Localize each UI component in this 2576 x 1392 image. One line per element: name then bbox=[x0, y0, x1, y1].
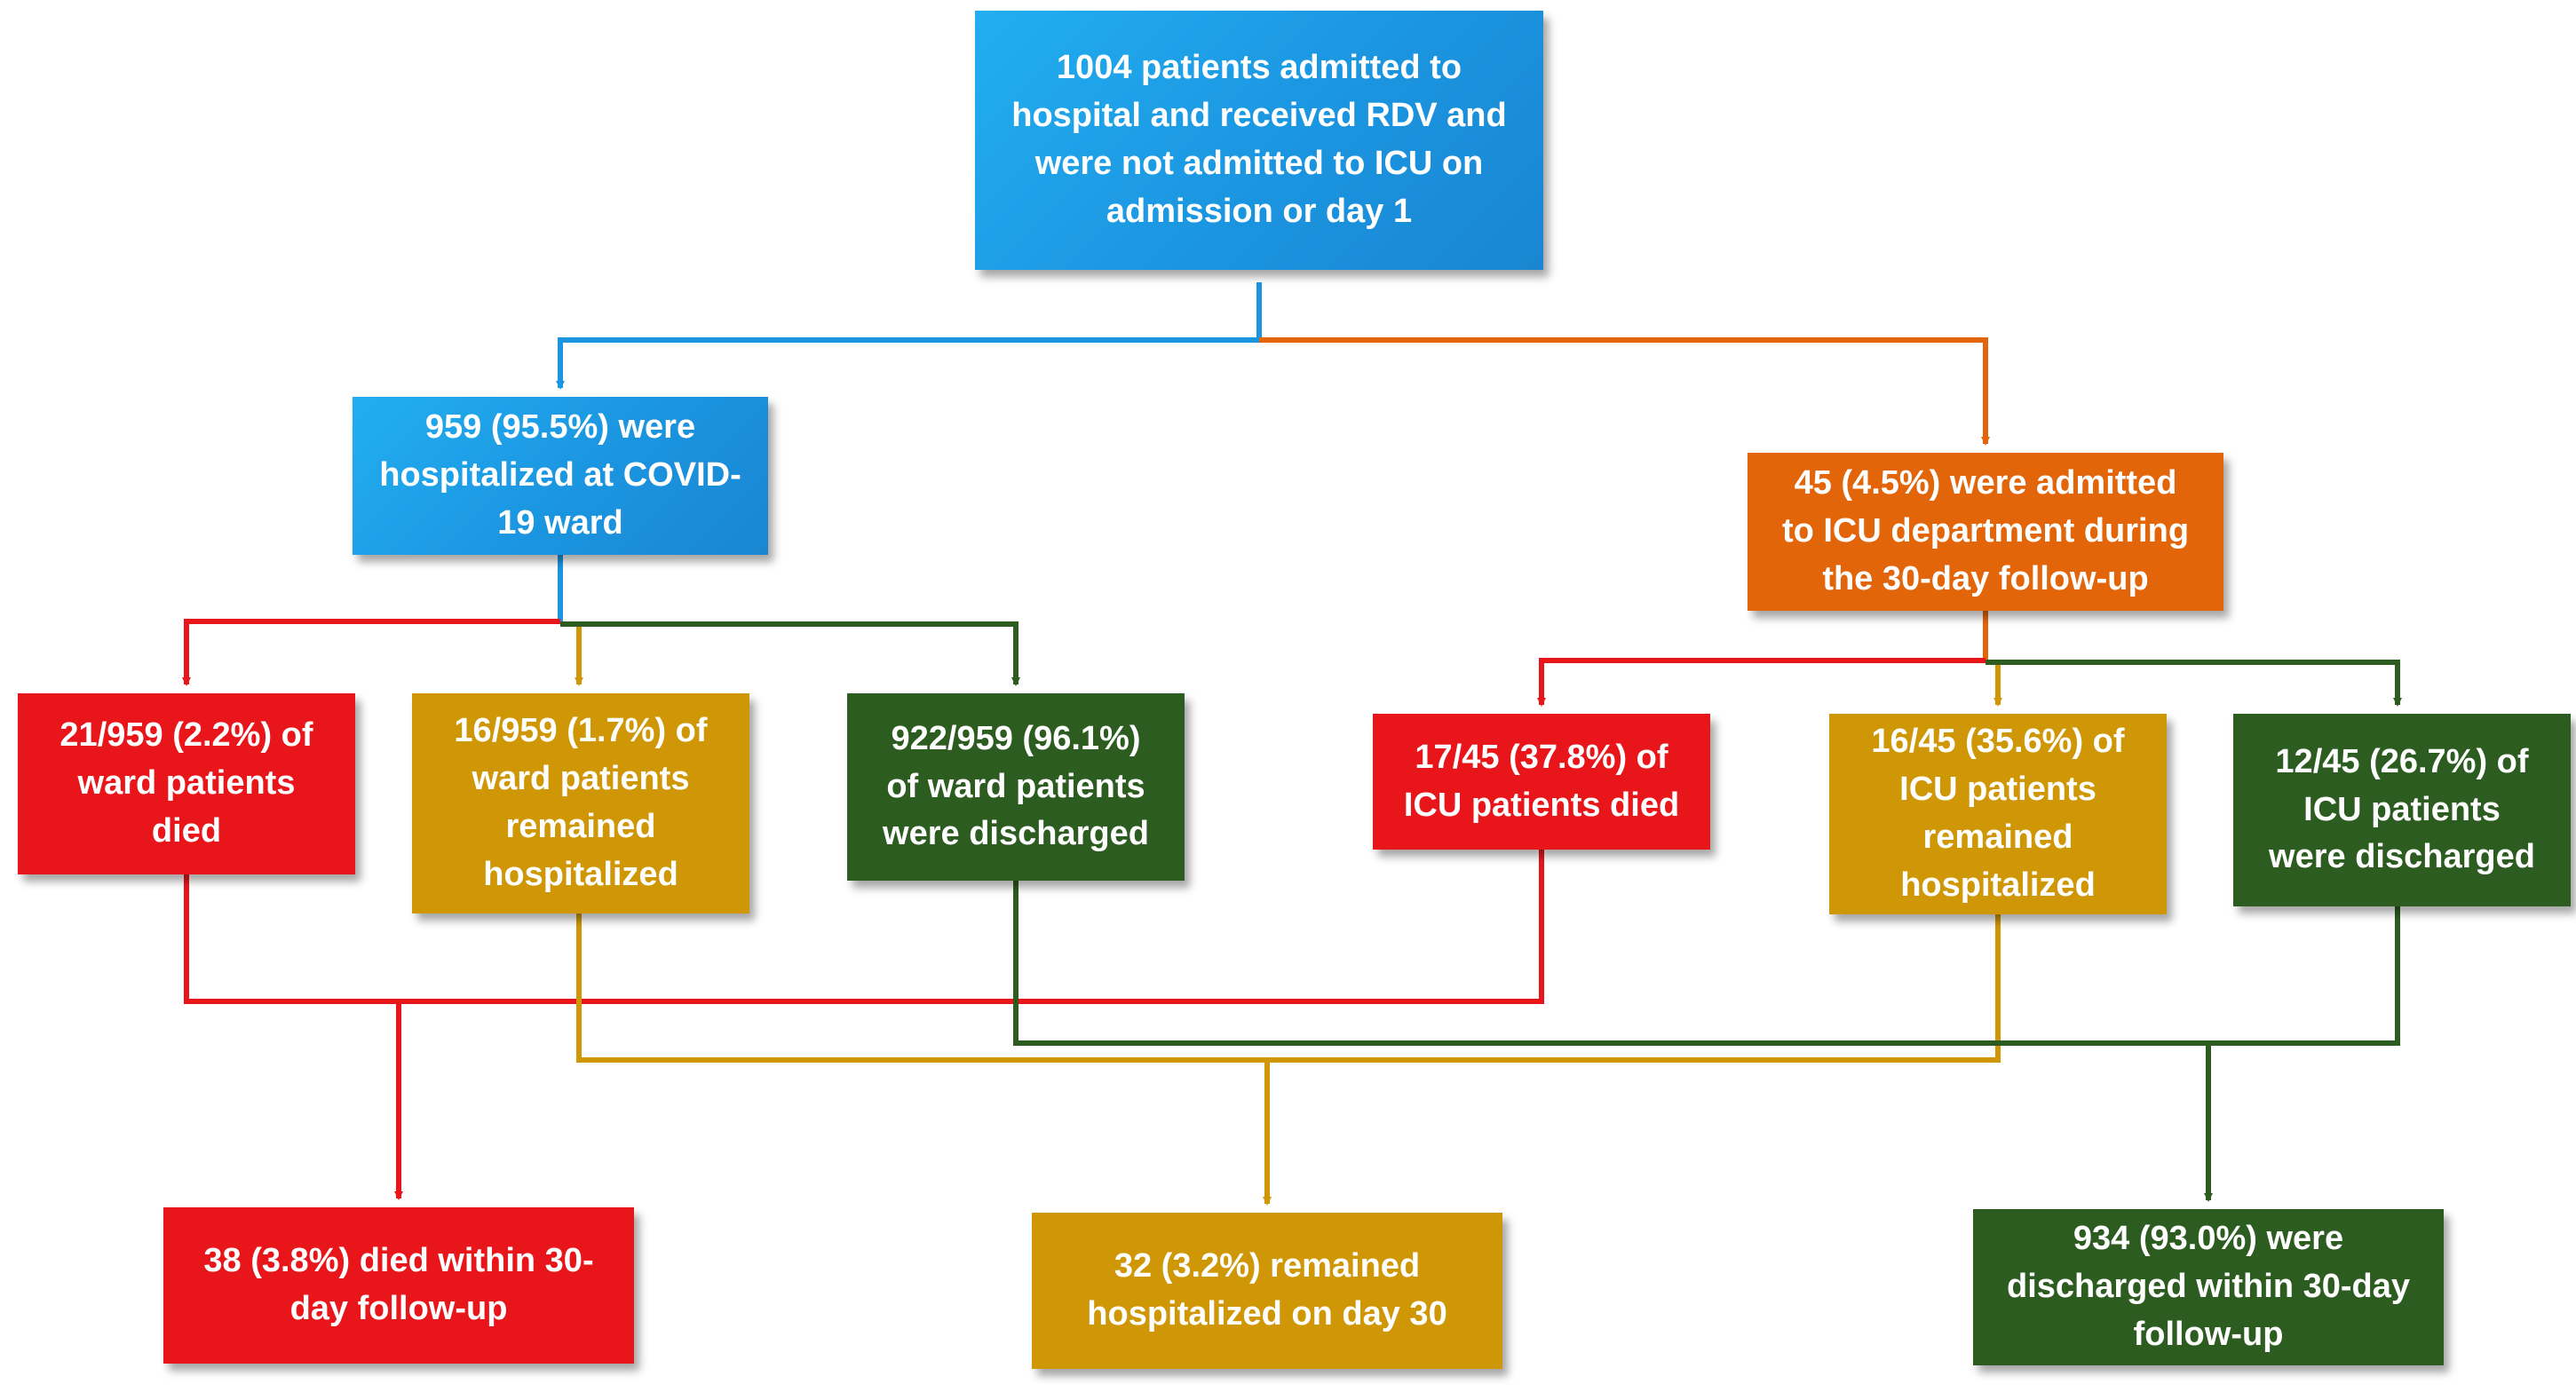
box-text-line: hospitalized bbox=[483, 855, 678, 893]
box-text-line: 32 (3.2%) remained bbox=[1114, 1247, 1421, 1285]
box-outcome-discharged: 934 (93.0%) were discharged within 30-da… bbox=[1973, 1209, 2444, 1365]
box-outcome-remained: 32 (3.2%) remained hospitalized on day 3… bbox=[1032, 1213, 1502, 1369]
box-text-line: ICU patients bbox=[2303, 790, 2501, 828]
arrow-top-to-ward bbox=[556, 282, 1262, 390]
box-icu-discharged: 12/45 (26.7%) of ICU patients were disch… bbox=[2233, 714, 2571, 906]
box-text-line: 16/959 (1.7%) of bbox=[454, 712, 708, 750]
box-text-line: admission or day 1 bbox=[1106, 192, 1413, 230]
box-text-line: follow-up bbox=[2133, 1315, 2284, 1353]
box-text-line: 45 (4.5%) were admitted bbox=[1794, 464, 2177, 502]
box-text-line: 934 (93.0%) were bbox=[2073, 1220, 2344, 1258]
box-text-line: day follow-up bbox=[289, 1290, 508, 1327]
box-text-line: to ICU department during bbox=[1781, 512, 2190, 550]
box-text-line: 16/45 (35.6%) of bbox=[1871, 723, 2125, 761]
box-icu-remained: 16/45 (35.6%) of ICU patients remained h… bbox=[1829, 714, 2167, 914]
box-text-line: 21/959 (2.2%) of bbox=[59, 716, 313, 755]
arrow-ward-to-discharged bbox=[560, 621, 1020, 686]
box-ward-hospitalized: 959 (95.5%) were hospitalized at COVID- … bbox=[353, 397, 768, 555]
box-text-line: 922/959 (96.1%) bbox=[891, 719, 1141, 757]
box-total-patients: 1004 patients admitted to hospital and r… bbox=[975, 11, 1543, 270]
box-text-line: were discharged bbox=[883, 815, 1149, 853]
box-icu-admitted: 45 (4.5%) were admitted to ICU departmen… bbox=[1748, 453, 2223, 611]
box-text-line: 19 ward bbox=[497, 503, 623, 542]
box-text-line: hospitalized bbox=[1900, 866, 2096, 904]
arrow-ward-to-died bbox=[182, 619, 560, 686]
box-outcome-died: 38 (3.8%) died within 30- day follow-up bbox=[163, 1207, 634, 1364]
box-text-line: remained bbox=[1922, 819, 2073, 856]
box-text-line: ICU patients bbox=[1899, 771, 2096, 809]
discharged-merge-line bbox=[1013, 881, 2400, 1046]
arrow-icu-to-died bbox=[1537, 658, 1986, 707]
box-text-line: of ward patients bbox=[886, 767, 1145, 805]
died-merge-line bbox=[184, 850, 1544, 1004]
box-text-line: discharged within 30-day bbox=[2007, 1268, 2410, 1306]
box-text-line: 12/45 (26.7%) of bbox=[2275, 742, 2529, 780]
arrow-top-to-icu bbox=[1259, 337, 1990, 446]
box-text-line: 38 (3.8%) died within 30- bbox=[203, 1242, 594, 1280]
box-text-line: ward patients bbox=[472, 760, 690, 798]
box-text-line: the 30-day follow-up bbox=[1822, 559, 2149, 597]
box-text-line: 1004 patients admitted to bbox=[1056, 49, 1462, 87]
box-ward-remained: 16/959 (1.7%) of ward patients remained … bbox=[412, 693, 749, 914]
box-text-line: 17/45 (37.8%) of bbox=[1415, 738, 1668, 776]
box-text-line: 959 (95.5%) were bbox=[424, 408, 696, 447]
box-text-line: hospitalized on day 30 bbox=[1087, 1295, 1447, 1333]
box-ward-died: 21/959 (2.2%) of ward patients died bbox=[18, 693, 355, 874]
box-ward-discharged: 922/959 (96.1%) of ward patients were di… bbox=[847, 693, 1185, 881]
box-icu-died: 17/45 (37.8%) of ICU patients died bbox=[1373, 714, 1710, 850]
box-text-line: were not admitted to ICU on bbox=[1034, 145, 1484, 182]
box-text-line: ICU patients died bbox=[1403, 786, 1680, 824]
box-text-line: were discharged bbox=[2269, 838, 2535, 876]
box-text-line: remained bbox=[505, 808, 656, 845]
box-text-line: died bbox=[151, 811, 222, 850]
box-text-line: hospitalized at COVID- bbox=[379, 456, 741, 494]
remained-merge-line bbox=[576, 914, 2001, 1063]
arrow-icu-to-discharged bbox=[1986, 660, 2402, 707]
box-text-line: hospital and received RDV and bbox=[1011, 97, 1507, 135]
box-text-line: ward patients bbox=[77, 764, 296, 803]
